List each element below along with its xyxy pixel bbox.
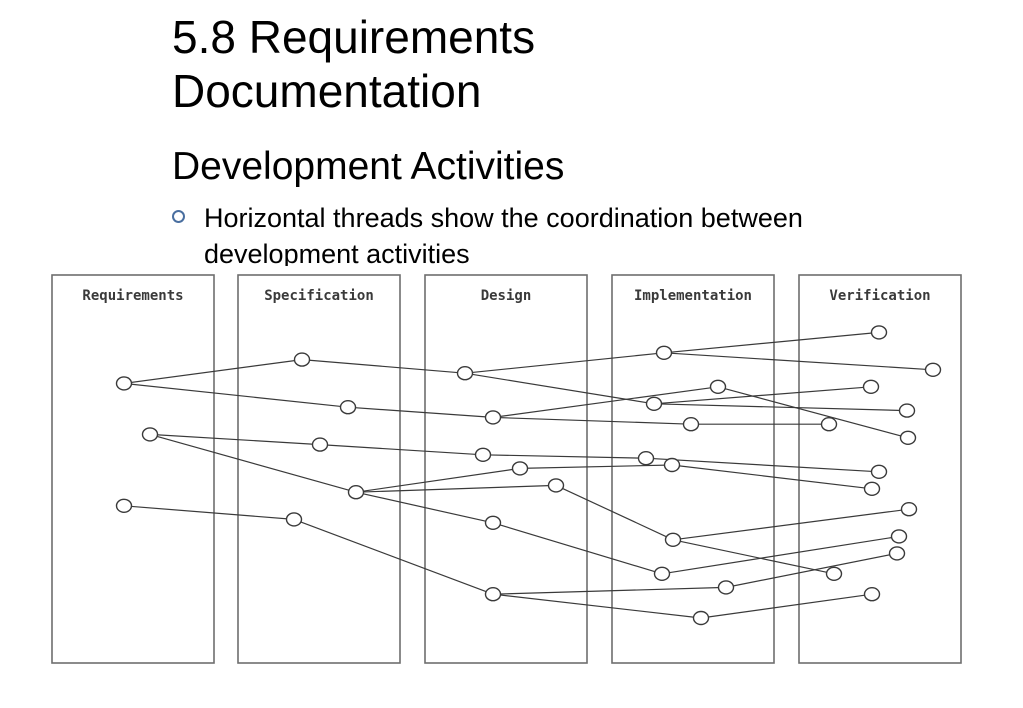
slide-title-line-1: 5.8 Requirements [172,11,536,63]
thread-node-d3 [474,447,492,462]
thread-edge-d2-i2 [492,386,719,418]
thread-node-d6 [484,515,502,530]
thread-edge-i1-v2 [663,352,934,371]
thread-edge-i3-v3 [653,386,872,405]
thread-edge-r1-s1 [123,359,303,384]
thread-node-v5 [820,417,838,432]
thread-node-i4 [682,417,700,432]
thread-node-s4 [347,485,365,500]
thread-edge-i7-v9 [672,508,910,541]
thread-node-r3 [115,498,133,513]
thread-edge-i8-v10 [661,535,900,575]
thread-node-d2 [484,410,502,425]
slide-title-line-2: Documentation [172,65,482,117]
thread-edge-s4-d4 [355,467,521,493]
thread-edge-i7-v12 [672,539,835,575]
thread-edge-s2-d2 [347,406,494,418]
thread-node-v9 [900,502,918,517]
thread-edge-r2-s4 [149,433,357,493]
thread-node-v6 [899,430,917,445]
thread-node-i9 [717,580,735,595]
thread-node-d5 [547,478,565,493]
thread-edge-d5-i7 [555,484,674,541]
thread-edge-r3-s5 [123,505,295,520]
thread-edge-s3-d3 [319,444,484,456]
thread-node-v1 [870,325,888,340]
column-requirements-box [51,274,215,664]
nodes-layer [115,325,942,626]
column-specification-label: Specification [264,288,374,304]
thread-node-v7 [870,464,888,479]
thread-edge-r1-s2 [123,382,349,408]
column-design-label: Design [481,288,532,304]
thread-node-v12 [825,566,843,581]
thread-node-i10 [692,610,710,626]
thread-edge-d6-i8 [492,522,663,575]
thread-node-v2 [924,362,942,377]
thread-node-d4 [511,461,529,476]
thread-node-v11 [888,546,906,561]
column-verification-label: Verification [829,288,930,304]
thread-node-s1 [293,352,311,367]
thread-edge-d1-i1 [464,352,665,374]
thread-node-v10 [890,529,908,544]
bullet-text: Horizontal threads show the coordination… [204,203,803,266]
column-requirements-label: Requirements [82,288,183,304]
thread-edge-d1-i3 [464,372,655,405]
thread-node-d1 [456,366,474,381]
thread-edge-d7-i10 [492,593,702,619]
thread-edge-s1-d1 [301,359,466,374]
thread-node-i2 [709,379,727,394]
thread-node-r2 [141,427,159,442]
thread-node-d7 [484,587,502,602]
column-implementation-box [611,274,775,664]
thread-node-v13 [863,587,881,602]
thread-node-r1 [115,376,133,391]
thread-edge-i9-v11 [725,552,898,588]
thread-edge-s5-d7 [293,518,494,595]
thread-node-s2 [339,400,357,415]
thread-edge-i10-v13 [700,593,873,619]
bullet-circle-icon [172,210,185,223]
edges-layer [123,331,934,619]
bullet-item: Horizontal threads show the coordination… [172,200,932,266]
thread-node-s5 [285,512,303,527]
thread-edge-s4-d5 [355,484,557,493]
thread-node-v3 [862,379,880,394]
thread-edge-s4-d6 [355,491,494,524]
thread-edge-d2-i4 [492,416,692,425]
thread-edge-d4-i6 [519,464,673,469]
thread-node-s3 [311,437,329,452]
column-design-box [424,274,588,664]
slide-title: 5.8 Requirements Documentation [172,10,535,118]
thread-edge-r2-s3 [149,433,321,446]
thread-node-i1 [655,345,673,360]
thread-node-v8 [863,481,881,496]
thread-edge-d3-i5 [482,454,647,459]
thread-edge-d7-i9 [492,586,727,595]
thread-node-i7 [664,532,682,547]
thread-node-i3 [645,396,663,411]
thread-edge-i2-v6 [717,386,909,439]
thread-node-i6 [663,457,681,473]
column-specification-box [237,274,401,664]
thread-edge-i5-v7 [645,457,880,473]
thread-edge-i1-v1 [663,331,880,354]
thread-edge-i3-v4 [653,403,908,412]
thread-node-i8 [653,566,671,581]
column-implementation-label: Implementation [634,288,752,304]
thread-node-v4 [898,403,916,418]
thread-node-i5 [637,451,655,466]
slide-subtitle: Development Activities [172,145,565,188]
thread-edge-i6-v8 [671,464,873,490]
